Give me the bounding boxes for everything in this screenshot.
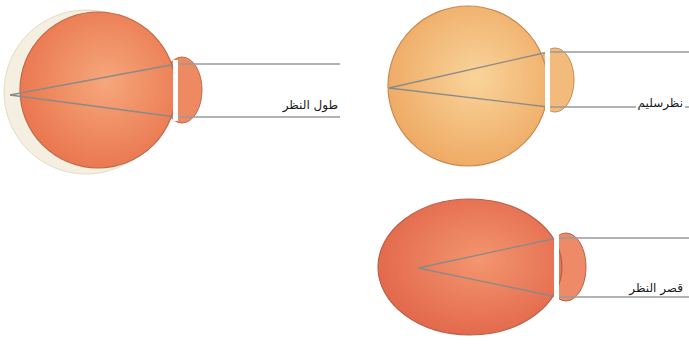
myopia-eye (378, 199, 689, 335)
hyperopia-eye (4, 10, 340, 174)
condition-label: نظرسليم (636, 96, 685, 111)
condition-label: طول النظر (281, 98, 340, 113)
normal-eye (388, 6, 689, 166)
condition-label: قصر النظر (627, 281, 685, 296)
